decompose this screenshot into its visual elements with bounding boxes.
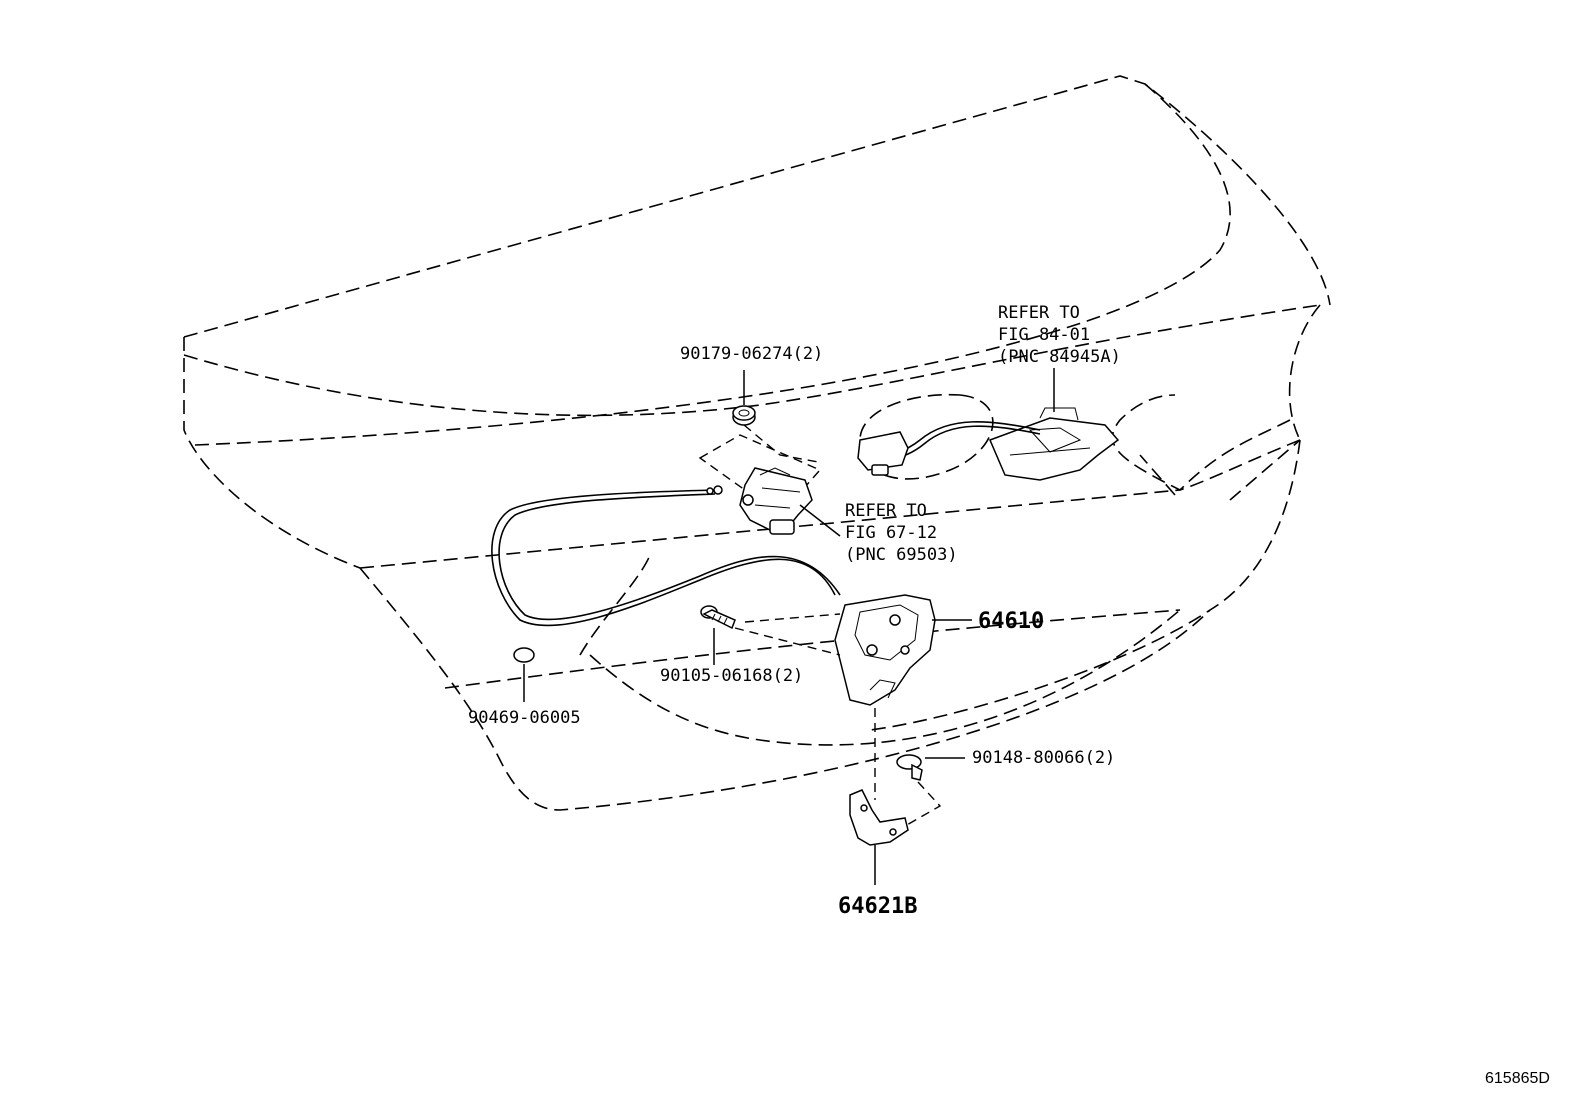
label-64621B: 64621B bbox=[838, 894, 917, 919]
bolt-90105 bbox=[700, 605, 736, 665]
label-refer67-line2: FIG 67-12 bbox=[845, 523, 937, 543]
opener-cable bbox=[491, 485, 841, 627]
label-refer67-line1: REFER TO bbox=[845, 501, 927, 521]
label-90469: 90469-06005 bbox=[468, 708, 581, 728]
trunk-handle-switch bbox=[857, 368, 1120, 481]
label-90148: 90148-80066(2) bbox=[972, 748, 1115, 768]
part-labels: 90179-06274(2) REFER TO FIG 84-01 (PNC 8… bbox=[468, 303, 1550, 1087]
label-refer67-line3: (PNC 69503) bbox=[845, 545, 958, 565]
label-90179: 90179-06274(2) bbox=[680, 344, 823, 364]
plug-90469 bbox=[513, 647, 535, 702]
label-64610: 64610 bbox=[978, 609, 1044, 634]
screw-90148 bbox=[896, 754, 965, 827]
label-refer84-line2: FIG 84-01 bbox=[998, 325, 1090, 345]
label-90105: 90105-06168(2) bbox=[660, 666, 803, 686]
trunk-lock-cylinder bbox=[698, 434, 841, 537]
label-refer84-line1: REFER TO bbox=[998, 303, 1080, 323]
lock-assembly-64610 bbox=[734, 594, 972, 800]
diagram-id: 615865D bbox=[1485, 1070, 1550, 1087]
striker-64621B bbox=[849, 789, 909, 885]
label-refer84-line3: (PNC 84945A) bbox=[998, 347, 1121, 367]
nut-90179 bbox=[732, 370, 819, 463]
